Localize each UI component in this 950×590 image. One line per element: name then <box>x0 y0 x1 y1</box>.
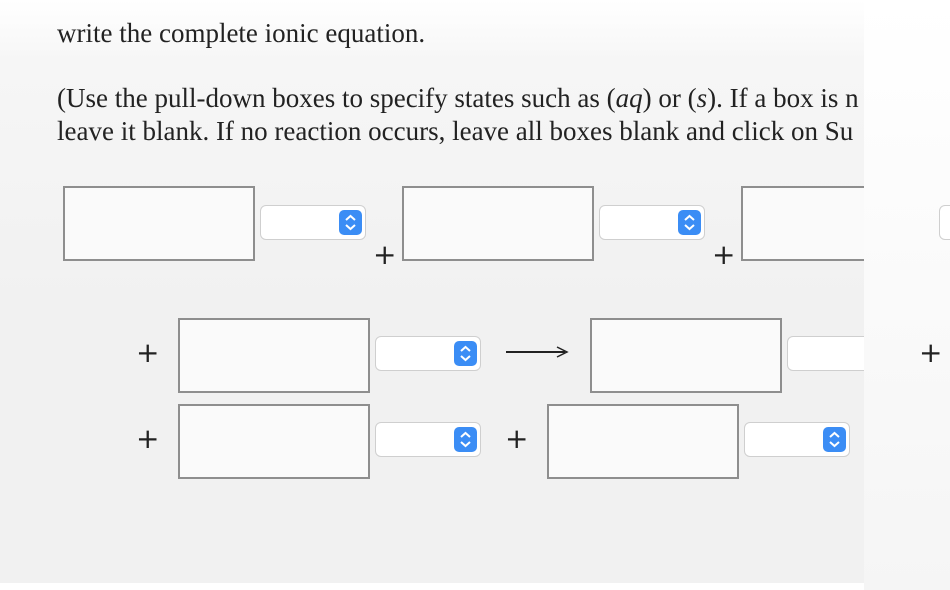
reactant-1-state-select[interactable] <box>260 205 366 240</box>
plus-sign: + <box>712 238 736 271</box>
up-down-chevron-icon <box>678 210 701 235</box>
reactant-3-formula-box[interactable] <box>741 186 864 261</box>
product-2-formula-box[interactable] <box>178 404 370 479</box>
product-3-state-select[interactable] <box>744 422 850 457</box>
product-3-formula-box[interactable] <box>547 404 739 479</box>
instruction-line-2: leave it blank. If no reaction occurs, l… <box>57 116 854 146</box>
plus-sign: + <box>505 422 529 455</box>
up-down-chevron-icon <box>823 427 846 452</box>
instruction-line-1: (Use the pull-down boxes to specify stat… <box>57 83 859 113</box>
plus-sign: + <box>136 336 160 369</box>
instruction-heading: write the complete ionic equation. <box>57 18 426 48</box>
yields-arrow-icon <box>505 345 569 359</box>
product-1-formula-box[interactable] <box>590 318 782 393</box>
reactant-1-formula-box[interactable] <box>63 186 255 261</box>
reactant-4-state-select[interactable] <box>375 336 481 371</box>
up-down-chevron-icon <box>454 341 477 366</box>
product-1-state-select[interactable] <box>787 336 864 371</box>
reactant-2-formula-box[interactable] <box>402 186 594 261</box>
right-gutter: + <box>864 0 950 590</box>
up-down-chevron-icon <box>454 427 477 452</box>
plus-sign: + <box>373 238 397 271</box>
plus-sign: + <box>919 336 943 369</box>
up-down-chevron-icon <box>339 210 362 235</box>
question-panel: write the complete ionic equation. (Use … <box>0 0 864 583</box>
plus-sign: + <box>136 422 160 455</box>
reactant-3-state-select[interactable] <box>939 205 950 240</box>
reactant-2-state-select[interactable] <box>599 205 705 240</box>
product-2-state-select[interactable] <box>375 422 481 457</box>
reactant-4-formula-box[interactable] <box>178 318 370 393</box>
